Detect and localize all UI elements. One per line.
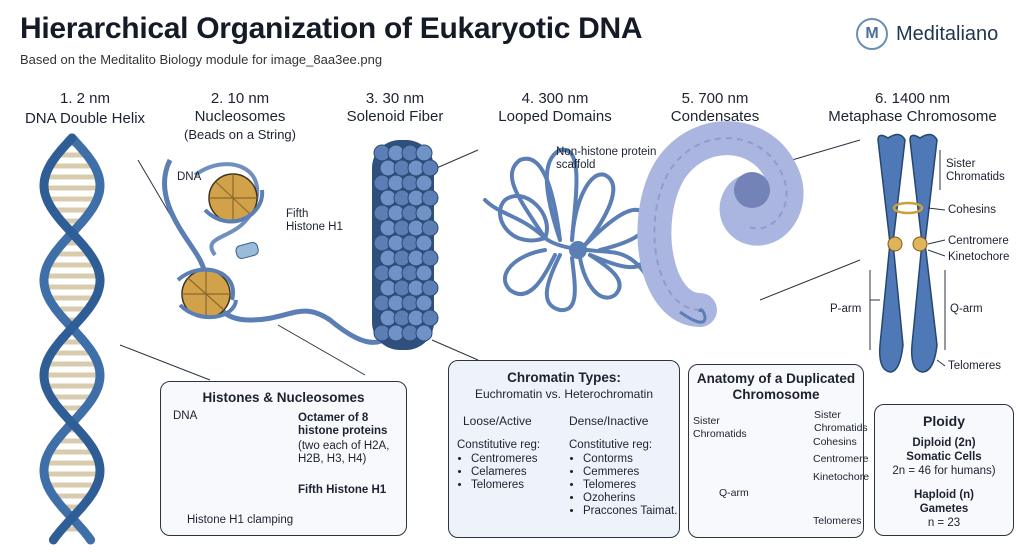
- anatomy-sister-right: Sister Chromatids: [814, 409, 868, 434]
- anatomy-centromere: Centromere: [813, 453, 869, 465]
- brand-logo-icon: M: [856, 18, 888, 50]
- gametes-label: Gametes: [919, 503, 969, 515]
- gametes-count: n = 23: [927, 517, 961, 529]
- solenoid-bead: [421, 159, 439, 177]
- stage-3-number: 3. 30 nm: [365, 90, 425, 107]
- chromatin-box-title: Chromatin Types:: [507, 370, 621, 385]
- solenoid-bead: [415, 264, 433, 282]
- solenoid-bead: [421, 189, 439, 207]
- stage-6-name: Metaphase Chromosome: [828, 108, 997, 125]
- solenoid-bead: [415, 294, 433, 312]
- dna-helix-icon: [39, 133, 105, 545]
- label-p-arm: P-arm: [830, 303, 862, 315]
- anatomy-box: Anatomy of a Duplicated Chromosome Siste…: [688, 364, 869, 538]
- label-scaffold: Non-histone protein scaffold: [556, 146, 657, 171]
- diploid-label: Diploid (2n): [912, 437, 976, 449]
- nucleosome-strand-icon: [162, 158, 397, 345]
- heterochromatin-head: Dense/Inactive: [569, 414, 649, 428]
- solenoid-bead: [415, 174, 433, 192]
- solenoid-bead: [421, 279, 439, 297]
- haploid-label: Haploid (n): [913, 489, 975, 501]
- list-item: Cemmeres: [583, 466, 683, 479]
- list-item: Contorms: [583, 453, 683, 466]
- label-cohesins: Cohesins: [948, 204, 996, 216]
- anatomy-sister-left: Sister Chromatids: [693, 415, 747, 440]
- list-item: Ozoherins: [583, 492, 683, 505]
- heterochromatin-list: Contorms Cemmeres Telomeres Ozoherins Pr…: [571, 453, 683, 518]
- stage-6-heading: 6. 1400 nm Metaphase Chromosome: [810, 90, 1015, 126]
- somatic-count: 2n = 46 for humans): [892, 465, 996, 477]
- label-centromere: Centromere: [948, 235, 1009, 247]
- stage-4-name: Looped Domains: [498, 108, 612, 125]
- anatomy-box-title: Anatomy of a Duplicated Chromosome: [696, 371, 856, 402]
- label-sister-chromatids: Sister Chromatids: [946, 158, 1005, 183]
- stage-1-number: 1. 2 nm: [59, 90, 111, 107]
- brand: M Meditaliano: [856, 18, 998, 50]
- ploidy-title: Ploidy: [922, 413, 965, 429]
- stage-6-number: 6. 1400 nm: [874, 90, 951, 107]
- label-fifth-histone: Fifth Histone H1: [286, 208, 343, 233]
- anatomy-q-arm: Q-arm: [719, 487, 749, 499]
- octamer-title: Octamer of 8 histone proteins: [298, 412, 388, 437]
- solenoid-bead: [421, 219, 439, 237]
- label-telomeres: Telomeres: [948, 360, 1002, 372]
- chromatin-types-box: Chromatin Types: Euchromatin vs. Heteroc…: [448, 360, 680, 538]
- stage-3-name: Solenoid Fiber: [346, 108, 444, 125]
- list-item: Celameres: [471, 466, 537, 479]
- octamer-detail: (two each of H2A, H2B, H3, H4): [298, 440, 390, 465]
- stage-1-heading: 1. 2 nm DNA Double Helix: [10, 90, 160, 128]
- condensate-icon: [637, 121, 804, 327]
- ploidy-box: Ploidy Diploid (2n) Somatic Cells 2n = 4…: [874, 404, 1014, 536]
- label-kinetochore: Kinetochore: [948, 251, 1010, 263]
- list-item: Praccones Taimat.: [583, 505, 683, 518]
- solenoid-bead: [415, 234, 433, 252]
- stage-2-heading: 2. 10 nm Nucleosomes (Beads on a String): [165, 90, 315, 144]
- stage-2-sub: (Beads on a String): [183, 127, 296, 142]
- label-dna: DNA: [177, 171, 202, 183]
- heterochromatin-reg: Constitutive reg:: [569, 439, 653, 451]
- histones-dna-label: DNA: [173, 410, 198, 422]
- page-title: Hierarchical Organization of Eukaryotic …: [20, 12, 643, 45]
- histones-box-title: Histones & Nucleosomes: [202, 390, 365, 405]
- metaphase-chromosome-icon: [869, 133, 946, 373]
- solenoid-bead: [415, 204, 433, 222]
- euchromatin-list: Centromeres Celameres Telomeres: [459, 453, 537, 492]
- solenoid-bead: [415, 144, 433, 162]
- chromatin-box-subtitle: Euchromatin vs. Heterochromatin: [474, 387, 654, 401]
- brand-name: Meditaliano: [896, 22, 999, 45]
- stage-4-heading: 4. 300 nm Looped Domains: [485, 90, 625, 126]
- anatomy-cohesins: Cohesins: [813, 436, 857, 448]
- list-item: Telomeres: [471, 479, 537, 492]
- anatomy-kinetochore: Kinetochore: [813, 471, 870, 483]
- solenoid-bead: [415, 324, 433, 342]
- list-item: Centromeres: [471, 453, 537, 466]
- euchromatin-head: Loose/Active: [463, 414, 532, 428]
- solenoid-bead: [421, 249, 439, 267]
- label-q-arm: Q-arm: [950, 303, 983, 315]
- stage-5-name: Condensates: [670, 108, 760, 125]
- euchromatin-reg: Constitutive reg:: [457, 439, 541, 451]
- stage-4-number: 4. 300 nm: [521, 90, 589, 107]
- somatic-label: Somatic Cells: [906, 451, 982, 463]
- anatomy-telomeres: Telomeres: [813, 515, 862, 527]
- stage-3-heading: 3. 30 nm Solenoid Fiber: [330, 90, 460, 126]
- histone-clamping-label: Histone H1 clamping: [187, 514, 294, 526]
- stage-2-name: Nucleosomes: [194, 108, 286, 125]
- stage-1-name: DNA Double Helix: [24, 110, 146, 127]
- stage-5-number: 5. 700 nm: [681, 90, 749, 107]
- list-item: Telomeres: [583, 479, 683, 492]
- histones-fifth-label: Fifth Histone H1: [298, 484, 387, 496]
- solenoid-bead: [421, 309, 439, 327]
- stage-5-heading: 5. 700 nm Condensates: [650, 90, 780, 126]
- stage-2-number: 2. 10 nm: [210, 90, 270, 107]
- solenoid-fiber-icon: [372, 140, 439, 350]
- histones-box: Histones & Nucleosomes DNA Octamer of 8 …: [160, 381, 407, 536]
- page-subtitle: Based on the Meditalito Biology module f…: [20, 52, 383, 67]
